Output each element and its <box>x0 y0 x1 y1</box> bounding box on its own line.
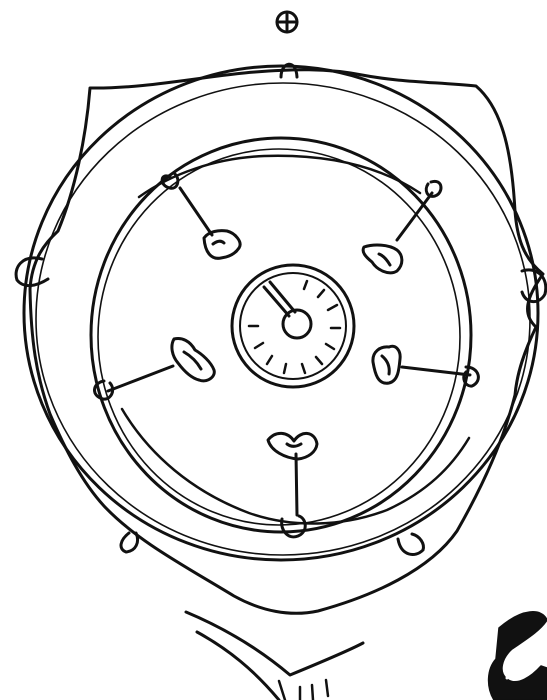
inner-ring-shadow <box>98 149 460 525</box>
stalk-left <box>108 366 173 391</box>
top-cross-circle-mark <box>277 12 297 32</box>
bottom-band <box>186 612 363 700</box>
inner-ring <box>91 138 471 532</box>
band-bottom-edge <box>197 632 279 700</box>
band-top-edge <box>186 612 363 675</box>
band-ticks <box>279 680 328 700</box>
stalk-bottom <box>296 454 297 515</box>
bottom-left-knob <box>121 533 138 552</box>
outer-ring <box>24 66 538 560</box>
dial-notches <box>249 281 340 373</box>
flower-right <box>373 346 400 383</box>
center-dial <box>232 265 354 387</box>
watermark-stroke <box>489 612 547 700</box>
flower-stalks <box>108 188 470 515</box>
corner-watermark <box>489 612 547 700</box>
stalk-upper-left <box>180 188 212 235</box>
flower-upper-left <box>204 231 240 259</box>
lower-center-knob <box>282 516 306 537</box>
flower-upper-right <box>363 245 402 273</box>
flower-left <box>172 338 214 380</box>
flower-bottom <box>268 433 317 459</box>
stalk-right <box>402 367 470 375</box>
bottom-right-knob <box>398 534 423 555</box>
rim-knobs <box>16 258 546 555</box>
